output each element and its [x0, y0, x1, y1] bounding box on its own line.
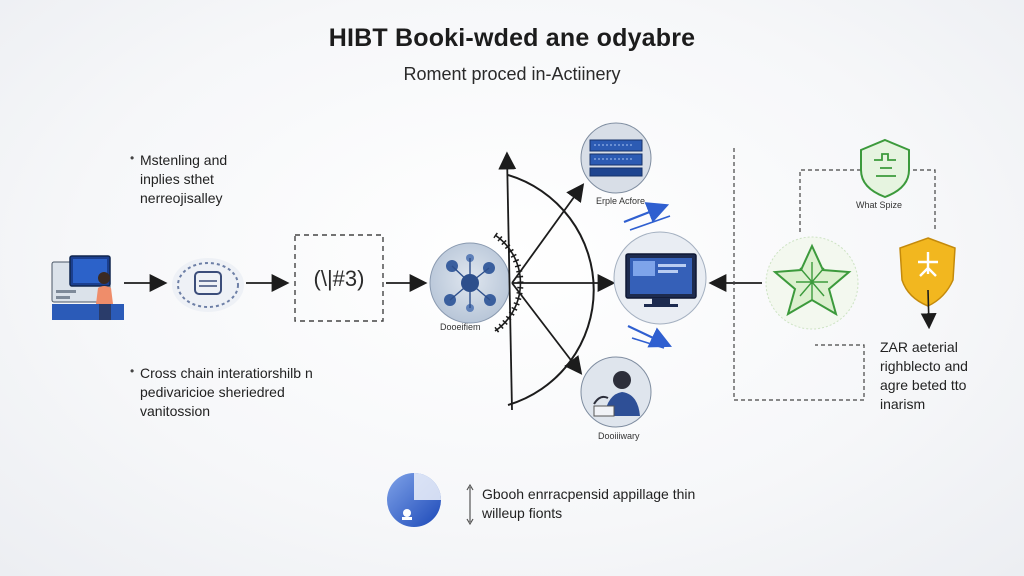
hub-label: Dooeifiem: [440, 322, 481, 332]
note-line: Gbooh enrracpensid appillage thin: [482, 486, 696, 502]
fan-arc: [493, 151, 616, 411]
blue-disc-icon: [387, 473, 441, 527]
note-line: inarism: [880, 396, 926, 412]
person-thinking-icon: [580, 356, 652, 428]
note-line: righblecto and: [880, 358, 968, 374]
note-bracket: [466, 483, 474, 526]
person-label: Dooiiiwary: [598, 431, 640, 441]
note-line: Mstenling and: [140, 152, 228, 168]
laptop-user-icon: [51, 255, 124, 320]
note-line: Cross chain interatiorshilb n: [140, 365, 313, 381]
chain-badge-icon: [172, 258, 244, 312]
code-box-icon: (\|#3): [294, 234, 384, 322]
page-title: HIBT Booki-wded ane odyabre: [328, 24, 696, 52]
shield-badge-icon: [860, 138, 910, 199]
note-line: inplies sthet: [140, 171, 214, 187]
network-hub-icon: [429, 242, 511, 324]
note-line: pedivaricioe sheriedred: [140, 384, 285, 400]
motion-arrows: [623, 202, 672, 349]
page-subtitle: Roment proced in-Actiinery: [403, 64, 621, 84]
note-line: vanitossion: [140, 403, 211, 419]
note-line: nerreojisalley: [140, 190, 223, 206]
note-top-left: • Mstenling and inplies sthet nerreojisa…: [130, 151, 228, 206]
shield-label: What Spize: [856, 200, 903, 210]
green-star-icon: [765, 236, 859, 330]
svg-text:(\|#3): (\|#3): [314, 266, 365, 291]
note-bottom-center: Gbooh enrracpensid appillage thin willeu…: [482, 485, 695, 523]
gold-shield-icon: [899, 237, 956, 330]
note-line: ZAR aeterial: [880, 339, 958, 355]
note-right: ZAR aeterial righblecto and agre beted t…: [880, 338, 968, 414]
server-label: Erple Acfore: [596, 196, 646, 206]
server-rack-icon: [580, 122, 652, 194]
note-line: agre beted tto: [880, 377, 967, 393]
monitor-icon: [613, 231, 707, 325]
note-line: willeup fionts: [482, 505, 563, 521]
note-bottom-left: • Cross chain interatiorshilb n pedivari…: [130, 364, 313, 419]
